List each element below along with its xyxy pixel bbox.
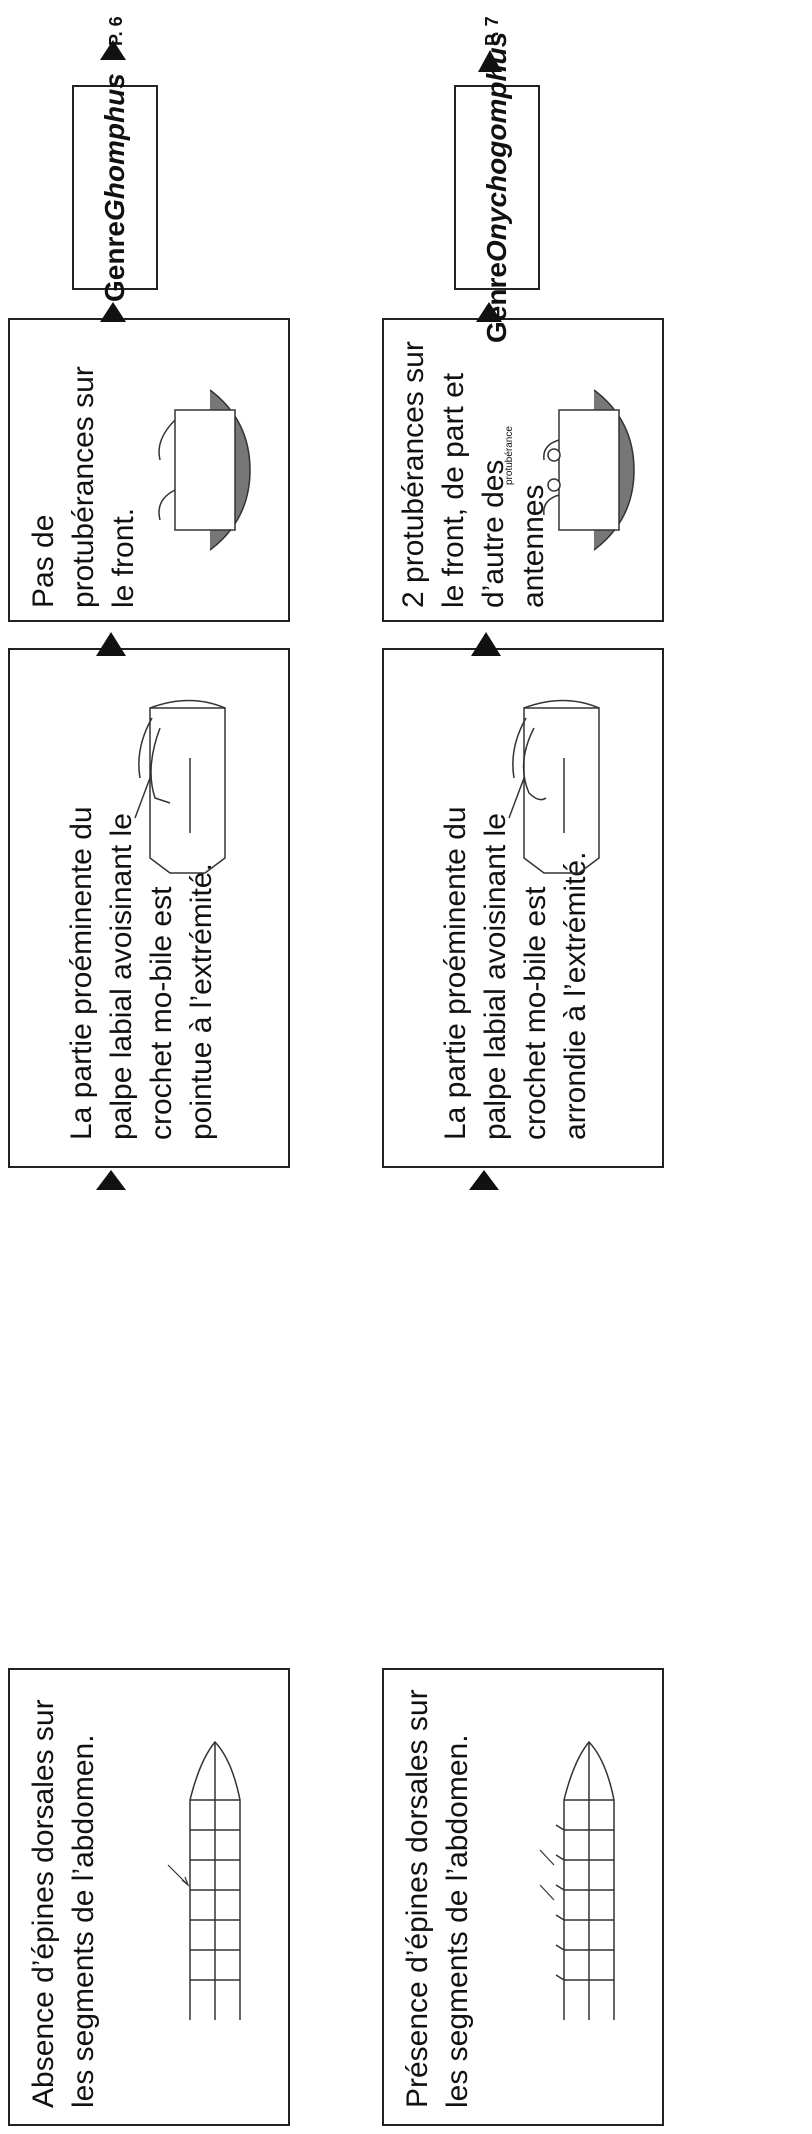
row1-arrow-3 (100, 302, 126, 322)
row2-arrow-2 (471, 632, 501, 656)
row1-arrow-4 (100, 40, 126, 60)
row2-arrow-4 (478, 50, 502, 72)
row1-arrow-1 (96, 1170, 126, 1190)
row2-arrow-3 (476, 302, 502, 322)
row2-arrow-1 (469, 1170, 499, 1190)
row1-arrow-2 (96, 632, 126, 656)
